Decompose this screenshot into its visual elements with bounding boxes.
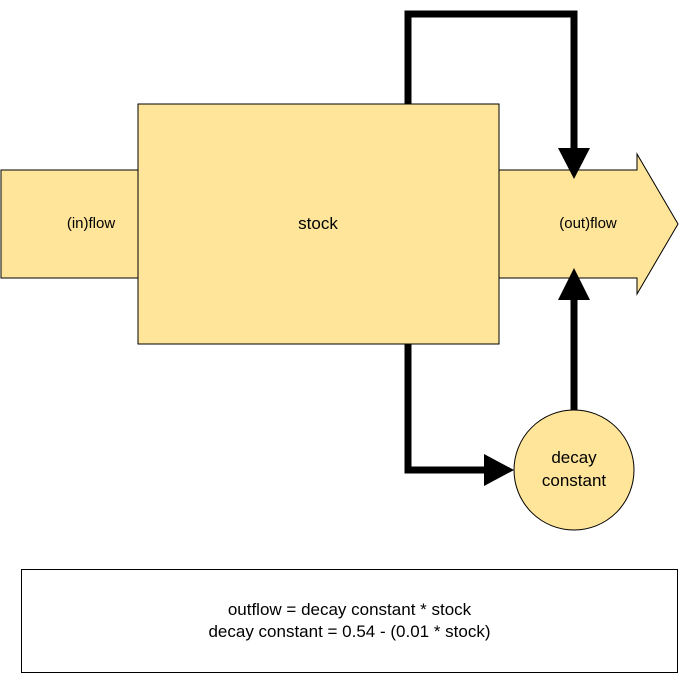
decay-constant-to-outflow-arrowhead xyxy=(558,268,590,300)
equations-box: outflow = decay constant * stock decay c… xyxy=(21,569,678,673)
stock-label-text: stock xyxy=(298,213,338,233)
decay-constant-label-line-2: constant xyxy=(541,471,607,490)
equation-decay-constant: decay constant = 0.54 - (0.01 * stock) xyxy=(208,622,491,641)
outflow-label-text: (out)flow xyxy=(559,214,617,232)
stock-to-outflow-arrowhead xyxy=(558,148,590,179)
stock-to-decay-constant-arrow xyxy=(404,344,486,474)
outflow-label: (out)flow xyxy=(535,208,641,240)
stock-to-outflow-feedback-arrow xyxy=(404,10,578,150)
stock-label: stock xyxy=(258,208,378,240)
equation-outflow: outflow = decay constant * stock xyxy=(227,600,472,619)
decay-constant-label: decay constant xyxy=(524,441,624,499)
decay-constant-label-line-1: decay xyxy=(551,448,597,468)
inflow-label: (in)flow xyxy=(48,208,134,240)
stock-box xyxy=(137,103,500,345)
outflow-arrow-shape xyxy=(498,152,679,296)
stock-to-decay-constant-arrowhead xyxy=(484,454,514,486)
inflow-label-text: (in)flow xyxy=(66,214,116,232)
